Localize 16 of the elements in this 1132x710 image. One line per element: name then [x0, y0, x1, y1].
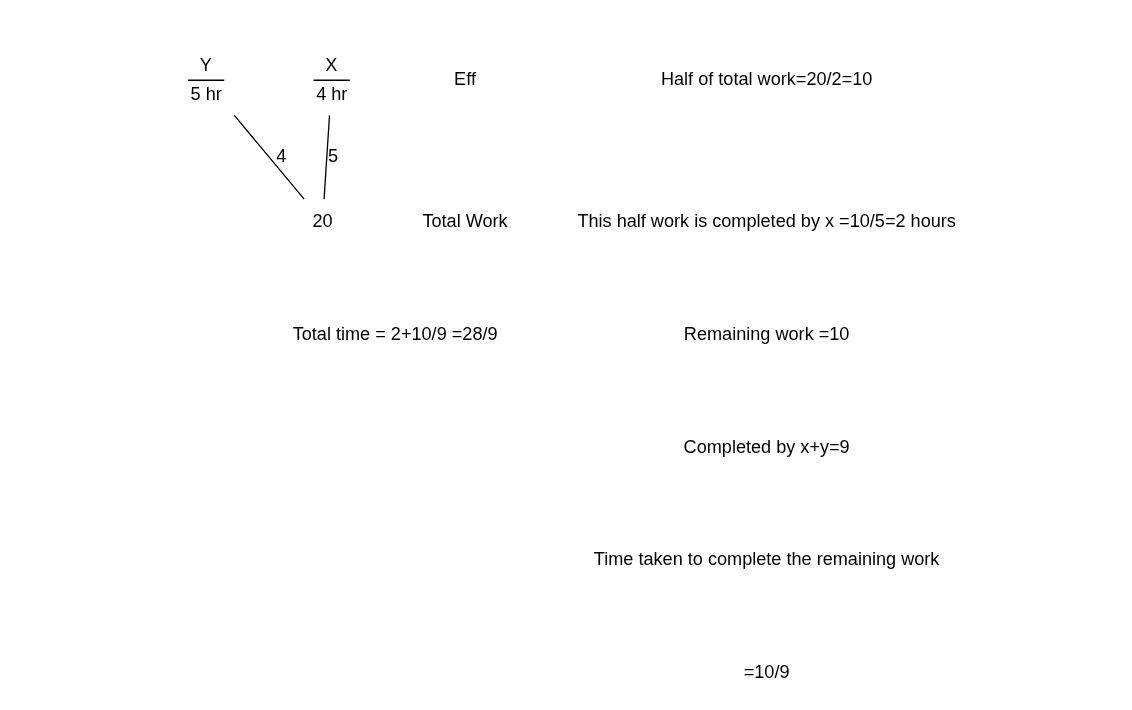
connector	[323, 114, 331, 200]
label: Total time = 2+10/9 =28/9	[292, 324, 498, 345]
label: Remaining work =10	[683, 324, 850, 345]
connector	[233, 114, 305, 200]
label: Total Work	[422, 211, 508, 232]
node-text: X 4 hr	[316, 55, 348, 104]
edge-label: 4	[276, 146, 287, 167]
label: =10/9	[743, 661, 790, 682]
node-text: Y 5 hr	[190, 55, 222, 104]
label: Eff	[454, 69, 476, 90]
label: This half work is completed by x =10/5=2 hours	[577, 211, 956, 232]
label: Completed by x+y=9	[683, 436, 850, 457]
label: Time taken to complete the remaining work	[593, 549, 940, 570]
node-text: 20	[312, 211, 333, 232]
edge-label: 5	[327, 146, 339, 167]
label: Half of total work=20/2=10	[660, 69, 873, 90]
